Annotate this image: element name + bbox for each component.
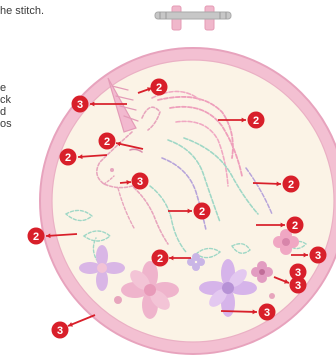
hoop-clamp — [155, 6, 231, 30]
callout-badge: 2 — [248, 112, 265, 129]
callout-number: 2 — [199, 206, 205, 218]
callout-number: 3 — [295, 267, 301, 279]
callout-badge: 3 — [72, 96, 89, 113]
callout-number: 2 — [33, 231, 39, 243]
callout-badge: 2 — [99, 133, 116, 150]
callout-number: 3 — [57, 325, 63, 337]
callout-number: 2 — [292, 220, 298, 232]
callout-number: 2 — [104, 136, 110, 148]
callout-arrow-line — [221, 311, 257, 312]
callout-number: 2 — [157, 253, 163, 265]
callout-number: 2 — [288, 179, 294, 191]
callout-badge: 2 — [152, 250, 169, 267]
callout-badge: 3 — [259, 304, 276, 321]
callout-number: 3 — [264, 307, 270, 319]
callout-badge: 3 — [290, 264, 307, 281]
callout-badge: 2 — [28, 228, 45, 245]
callout-number: 2 — [65, 152, 71, 164]
callout-badge: 3 — [310, 247, 327, 264]
callout-badge: 2 — [194, 203, 211, 220]
callout-number: 3 — [77, 99, 83, 111]
callout-badge: 3 — [52, 322, 69, 339]
callout-badge: 2 — [287, 217, 304, 234]
callout-number: 2 — [253, 115, 259, 127]
callout-badge: 3 — [132, 173, 149, 190]
callout-badge: 2 — [60, 149, 77, 166]
callout-number: 2 — [156, 82, 162, 94]
callout-number: 3 — [315, 250, 321, 262]
callout-number: 3 — [295, 280, 301, 292]
callout-badge: 2 — [283, 176, 300, 193]
callout-number: 3 — [137, 176, 143, 188]
callout-badge: 2 — [151, 79, 168, 96]
